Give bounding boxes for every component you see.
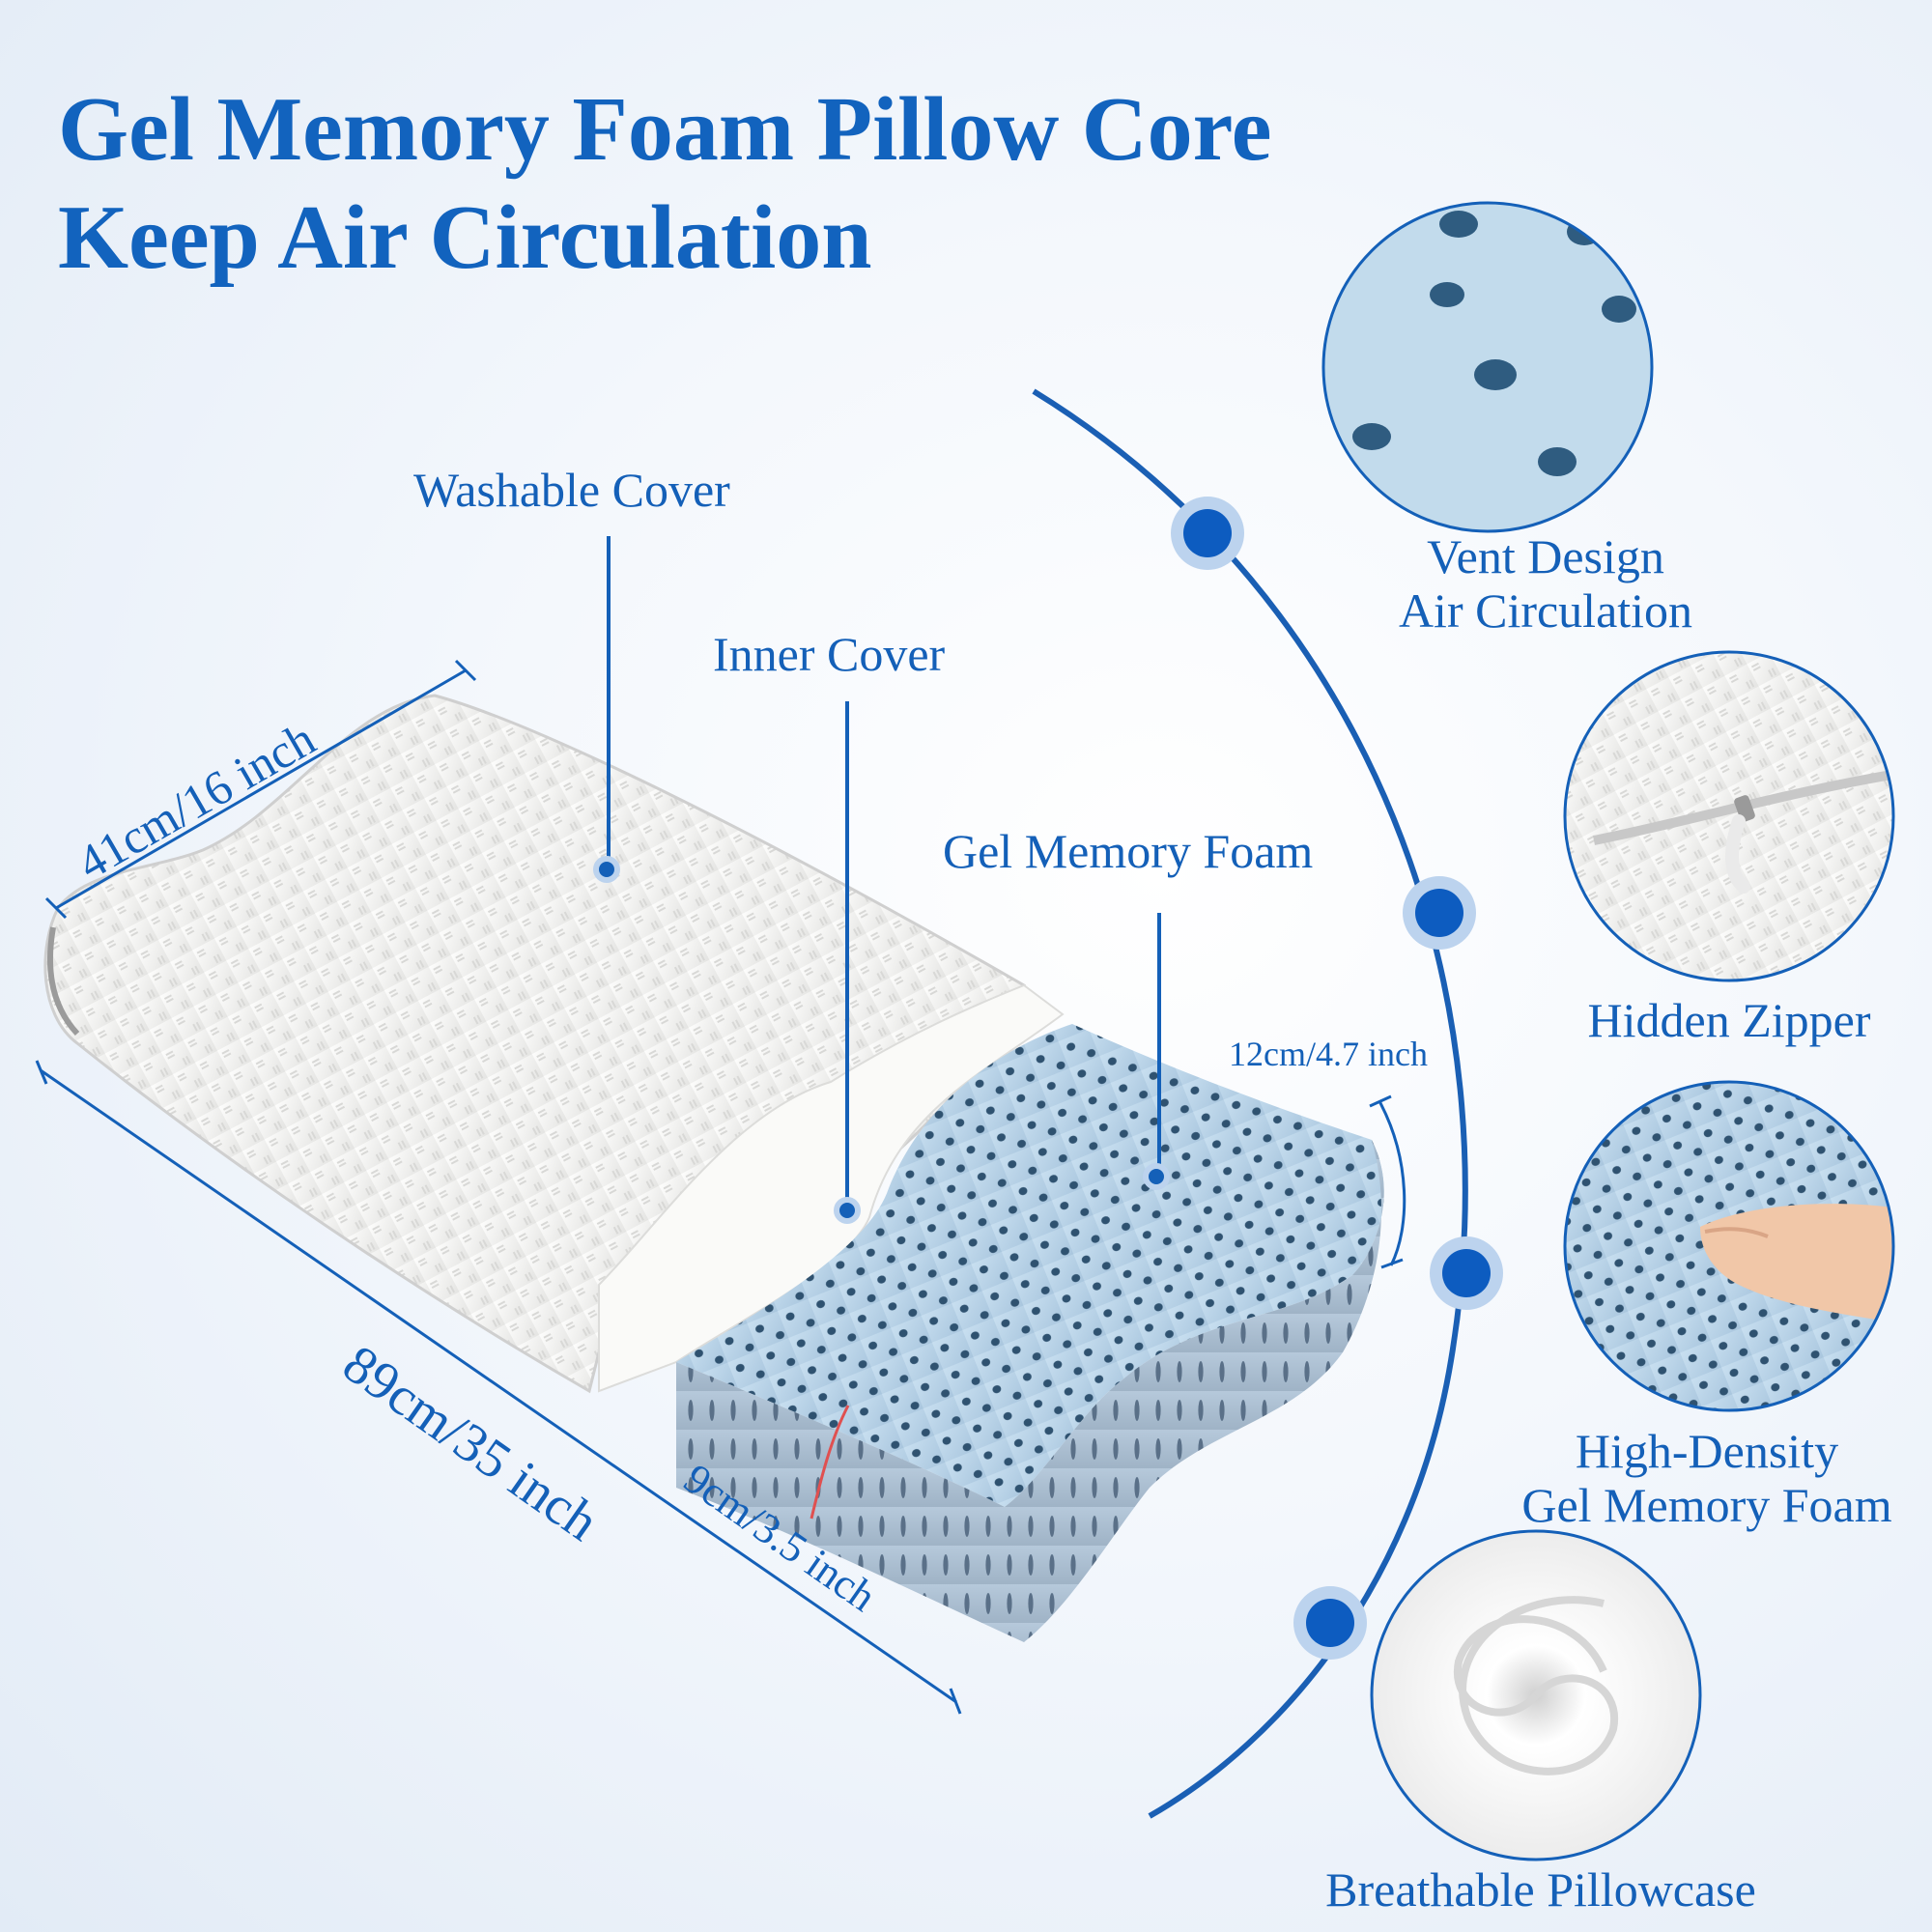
vented-foam-closeup-icon [1321,201,1654,533]
feature-label-vent: Vent Design Air Circulation [1352,529,1739,638]
zipper-closeup-icon [1563,650,1895,982]
arc-node-2 [1403,876,1476,950]
height-marker-low [810,1405,850,1520]
feature-vent-line2: Air Circulation [1398,583,1693,638]
page-title: Gel Memory Foam Pillow Core Keep Air Cir… [58,75,1271,292]
hand-pressing-foam-icon [1563,1080,1895,1412]
title-line-1: Gel Memory Foam Pillow Core [58,79,1272,180]
feature-density-line2: Gel Memory Foam [1521,1478,1892,1532]
feature-vent-line1: Vent Design [1427,529,1664,583]
feature-pillowcase-line1: Breathable Pillowcase [1325,1862,1756,1917]
callout-washable-cover: Washable Cover [413,463,730,517]
title-line-2: Keep Air Circulation [58,187,872,288]
arc-node-4 [1293,1586,1367,1660]
callout-line-inner [834,701,861,1224]
connector-arc [1032,388,1468,1819]
feature-label-zipper: Hidden Zipper [1536,993,1922,1047]
dimension-lines [35,659,1406,1715]
feature-density-line1: High-Density [1575,1424,1839,1478]
arc-node-1 [1171,497,1244,570]
gel-foam-top [676,1024,1384,1507]
callout-inner-cover: Inner Cover [713,627,946,681]
arc-node-3 [1430,1236,1503,1310]
fabric-swirl-icon [1370,1529,1702,1861]
callout-gel-memory-foam: Gel Memory Foam [943,824,1314,878]
callout-line-gel [1143,913,1170,1190]
feature-label-pillowcase: Breathable Pillowcase [1275,1862,1806,1917]
dimension-high-height: 12cm/4.7 inch [1229,1035,1428,1073]
callout-line-washable [593,536,620,883]
feature-label-density: High-Density Gel Memory Foam [1490,1424,1924,1532]
gel-foam-side [676,1140,1384,1642]
feature-zipper-line1: Hidden Zipper [1587,993,1871,1047]
